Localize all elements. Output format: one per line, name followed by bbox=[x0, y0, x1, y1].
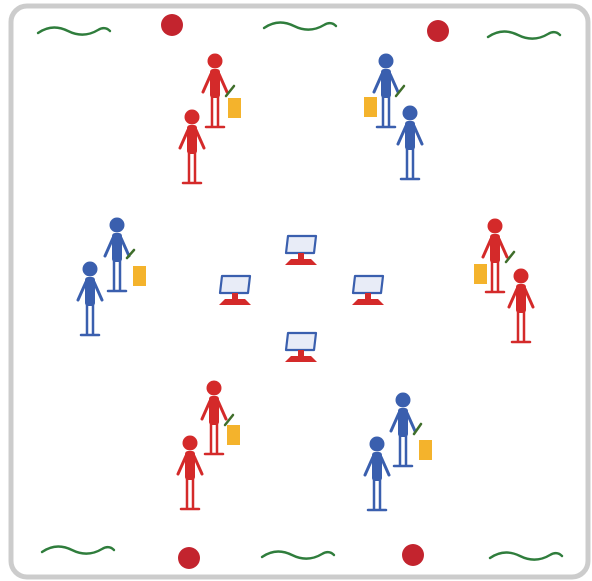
clipboard-icon bbox=[474, 264, 487, 284]
ball-icon bbox=[178, 547, 200, 569]
clipboard-icon bbox=[227, 425, 240, 445]
monitor-icon bbox=[219, 276, 251, 305]
monitor-icon bbox=[285, 236, 317, 265]
clipboard-icon bbox=[419, 440, 432, 460]
ball-icon bbox=[427, 20, 449, 42]
clipboard-icon bbox=[364, 97, 377, 117]
ball-icon bbox=[161, 14, 183, 36]
ball-icon bbox=[402, 544, 424, 566]
monitor-icon bbox=[352, 276, 384, 305]
clipboard-icon bbox=[228, 98, 241, 118]
monitor-icon bbox=[285, 333, 317, 362]
clipboard-icon bbox=[133, 266, 146, 286]
